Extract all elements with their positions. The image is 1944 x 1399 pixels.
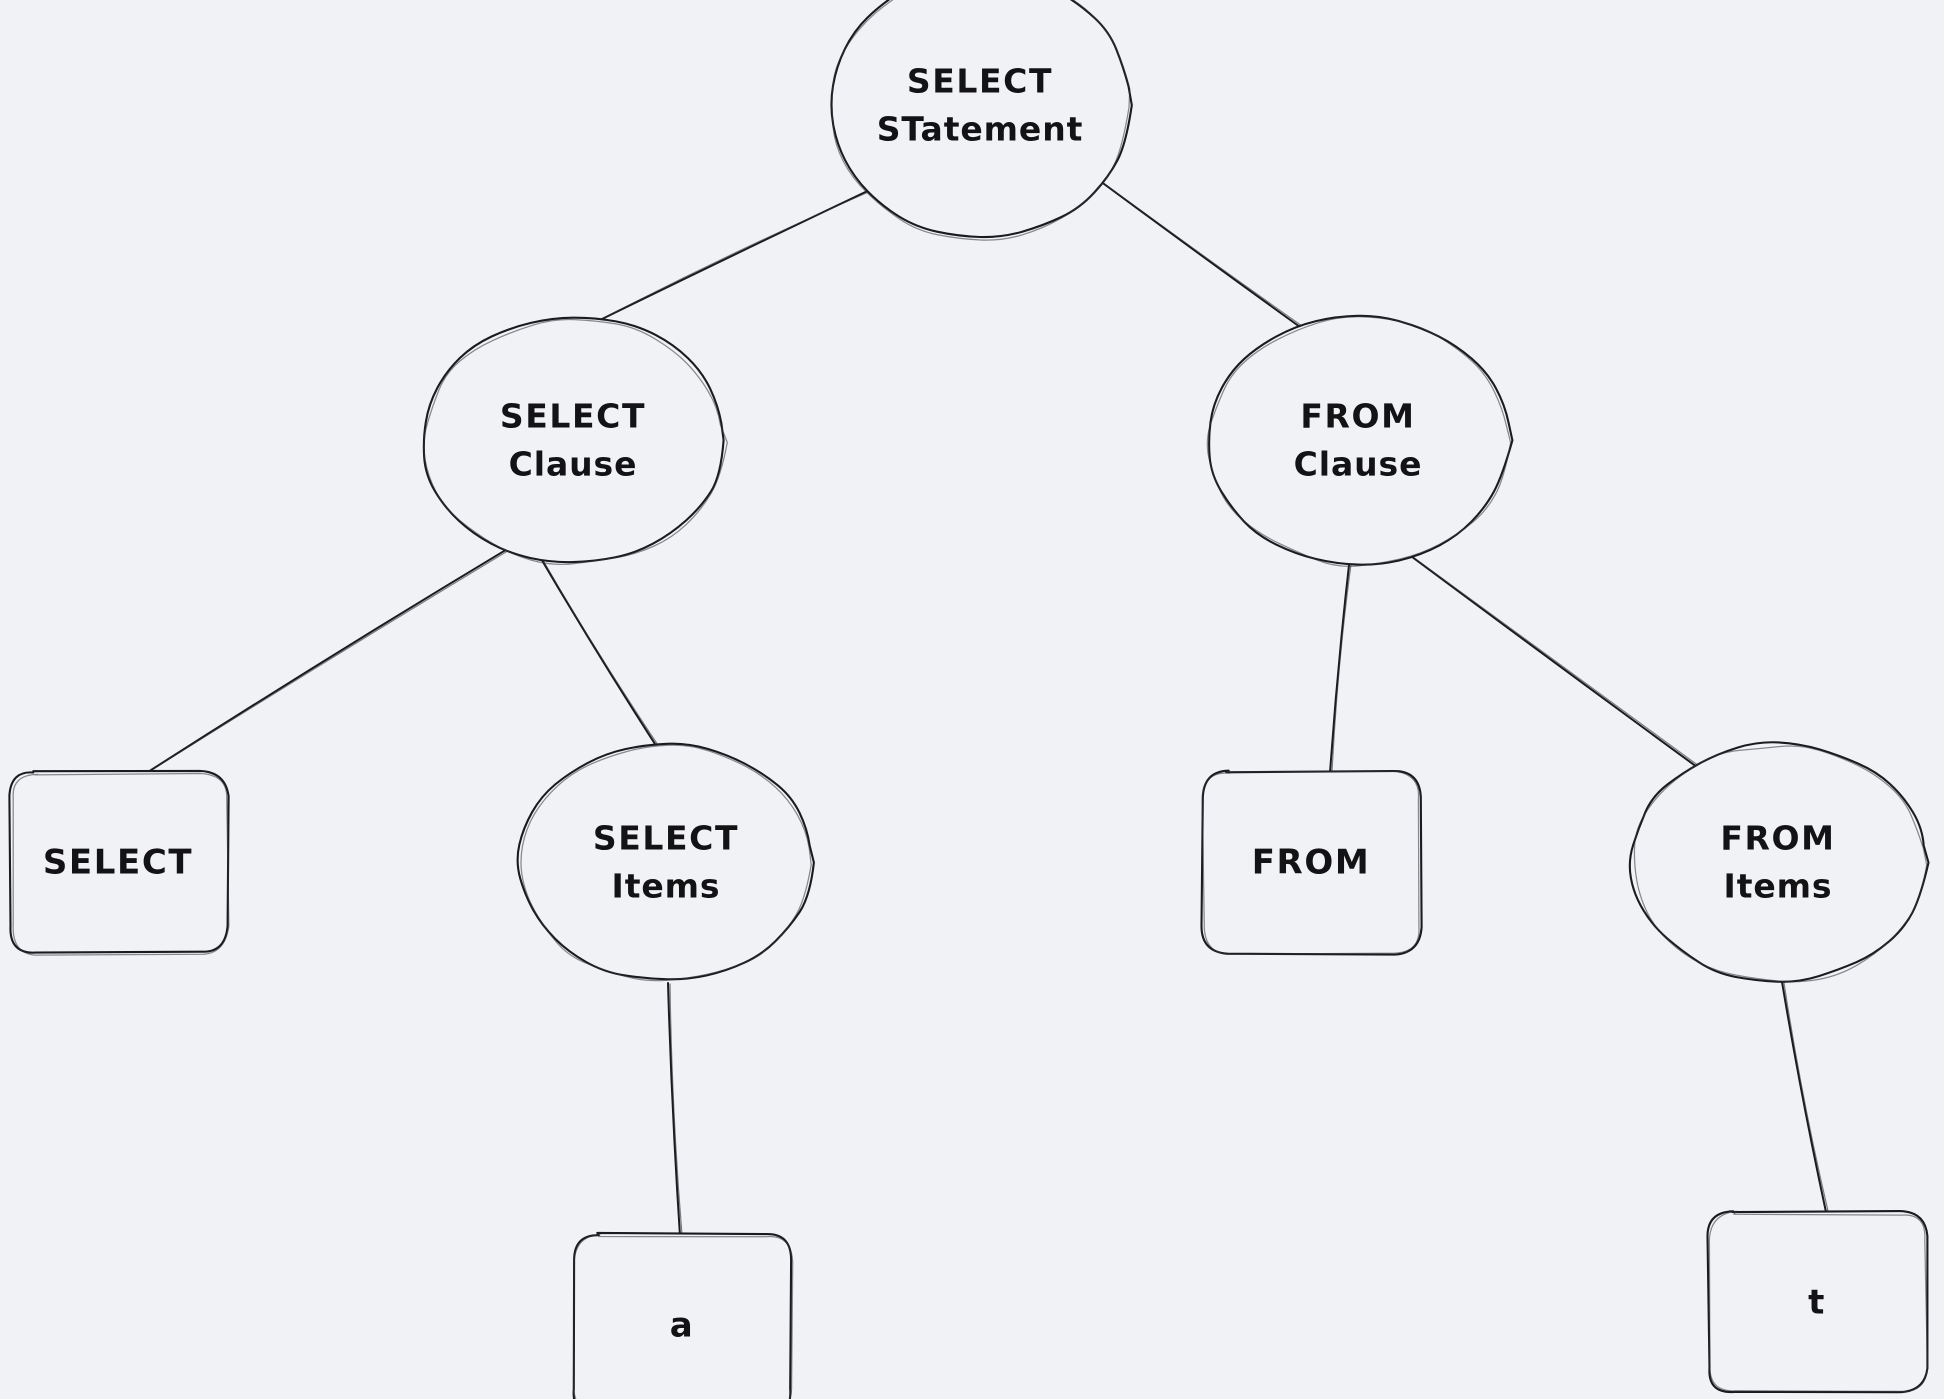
node-select-terminal[interactable]: SELECT — [8, 769, 230, 956]
edge-stmt-fromclause-stroke-ghost — [1101, 181, 1303, 327]
edge-fromclause-fromitems-stroke-ghost — [1401, 548, 1715, 778]
node-select-items-ellipse — [516, 742, 815, 981]
edge-selectitems-a-stroke — [667, 982, 681, 1237]
edge-fromitems-t — [1781, 981, 1829, 1213]
edge-stmt-selectclause-stroke-ghost — [601, 186, 881, 320]
edge-selectclause-selectitems — [529, 539, 667, 759]
node-value-a-label: a — [670, 1306, 695, 1346]
node-select-terminal-rect — [8, 769, 230, 954]
node-value-a[interactable]: a — [572, 1231, 794, 1399]
node-select-terminal-label: SELECT — [43, 843, 193, 883]
node-value-t[interactable]: t — [1706, 1210, 1929, 1394]
edge-selectitems-a-stroke-ghost — [669, 983, 683, 1236]
node-from-terminal[interactable]: FROM — [1200, 769, 1423, 956]
node-select-statement-label-line2: STatement — [877, 110, 1084, 149]
nodes-layer: SELECTSTatementSELECTClauseFROMClauseSEL… — [8, 0, 1930, 1399]
edge-selectclause-selectitems-stroke — [529, 539, 665, 759]
node-select-clause-label-line1: SELECT — [500, 397, 646, 436]
node-from-items-label-line1: FROM — [1720, 819, 1835, 858]
node-from-clause[interactable]: FROM Clause — [1206, 314, 1514, 567]
node-select-clause-label-line2: Clause — [509, 445, 638, 484]
edge-fromclause-fromterm-stroke — [1329, 555, 1351, 774]
node-select-clause-ellipse-ghost — [423, 318, 728, 565]
edge-selectclause-selectterm-stroke-ghost — [149, 542, 522, 772]
node-select-items-ellipse-ghost — [520, 744, 812, 982]
node-select-items[interactable]: SELECT Items — [516, 742, 815, 982]
edge-fromclause-fromterm-stroke-ghost — [1331, 556, 1353, 773]
edge-fromclause-fromterm — [1329, 555, 1353, 774]
edge-selectclause-selectterm-stroke — [147, 541, 520, 773]
edge-fromclause-fromitems — [1399, 547, 1715, 779]
node-value-t-rect-ghost — [1708, 1210, 1929, 1393]
node-select-items-label-line1: SELECT — [593, 819, 739, 858]
edge-selectclause-selectterm — [147, 541, 522, 773]
edge-fromitems-t-stroke — [1781, 981, 1827, 1213]
node-select-statement-label-line1: SELECT — [907, 62, 1053, 101]
node-select-terminal-rect-ghost — [12, 772, 230, 956]
node-from-clause-label-line2: Clause — [1294, 445, 1423, 484]
node-from-items-label-line2: Items — [1724, 867, 1833, 906]
edges-layer — [147, 180, 1829, 1237]
node-from-clause-label-line1: FROM — [1300, 397, 1415, 436]
edge-selectitems-a — [667, 982, 683, 1237]
node-value-t-label: t — [1808, 1283, 1826, 1323]
node-select-statement[interactable]: SELECT STatement — [830, 0, 1133, 241]
node-from-items-ellipse — [1628, 741, 1930, 983]
edge-selectclause-selectitems-stroke-ghost — [531, 540, 667, 758]
edge-fromitems-t-stroke-ghost — [1783, 982, 1829, 1212]
edge-stmt-fromclause — [1099, 180, 1303, 328]
node-from-terminal-label: FROM — [1252, 843, 1371, 883]
edge-stmt-selectclause — [599, 185, 881, 321]
node-select-items-label-line2: Items — [612, 867, 721, 906]
node-from-items-ellipse-ghost — [1633, 745, 1928, 983]
node-select-clause[interactable]: SELECT Clause — [422, 316, 728, 565]
edge-fromclause-fromitems-stroke — [1399, 547, 1713, 779]
node-from-clause-ellipse-ghost — [1206, 316, 1512, 567]
node-from-terminal-rect-ghost — [1201, 770, 1420, 955]
node-select-statement-ellipse-ghost — [831, 0, 1131, 241]
node-value-t-rect — [1706, 1210, 1929, 1394]
node-from-items[interactable]: FROM Items — [1628, 741, 1930, 983]
node-value-a-rect-ghost — [572, 1234, 794, 1399]
